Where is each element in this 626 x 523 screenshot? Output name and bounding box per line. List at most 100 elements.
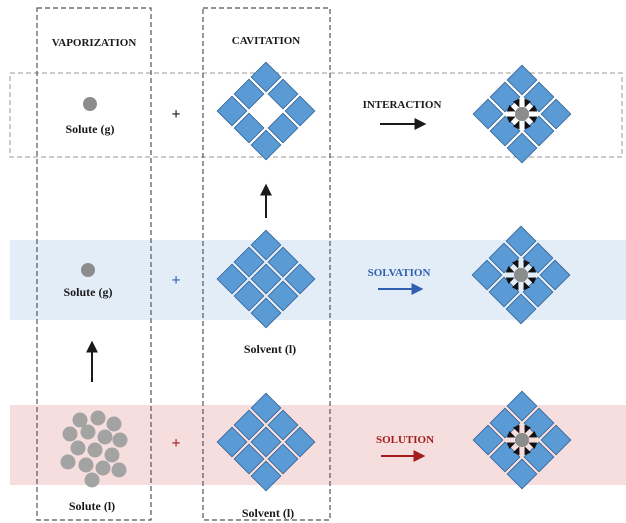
interaction-arrowhead	[524, 446, 531, 456]
solvent-molecule-square	[489, 81, 521, 113]
solvent-molecule-square	[233, 443, 265, 475]
solvent-molecule-square	[233, 280, 265, 312]
solute-particle	[515, 107, 529, 121]
solute-liquid-particle	[111, 462, 127, 478]
interaction-arrowhead	[527, 266, 537, 273]
vaporization-header: VAPORIZATION	[52, 37, 137, 49]
solute-l-label: Solute (l)	[69, 499, 115, 513]
solute-particle	[514, 268, 528, 282]
solvent-lattice-full-bottom	[216, 392, 316, 492]
solvent-molecule-square	[216, 263, 248, 295]
solvent-molecule-square	[523, 441, 555, 473]
interaction-arrowhead	[513, 98, 520, 108]
solvent-molecule-square	[267, 409, 299, 441]
solvent-molecule-square	[506, 458, 538, 490]
solvent-molecule-square	[250, 229, 282, 261]
solvent-molecule-square	[267, 246, 299, 278]
solvent-molecule-square	[216, 95, 248, 127]
interaction-arrowhead	[527, 277, 537, 284]
solvent-molecule-square	[216, 426, 248, 458]
solvent-lattice-with-cavity	[216, 61, 316, 161]
solvent-molecule-square	[267, 280, 299, 312]
solvent-molecule-square	[250, 263, 282, 295]
solvent-molecule-square	[523, 115, 555, 147]
solute-liquid-particle	[84, 472, 100, 488]
interaction-arrowhead	[505, 266, 515, 273]
interaction-arrowhead	[528, 431, 538, 438]
interaction-arrowhead	[506, 442, 516, 449]
interaction-arrowhead	[513, 446, 520, 456]
solvent-molecule-square	[489, 115, 521, 147]
solvent-molecule-square	[250, 61, 282, 93]
solvent-molecule-square	[489, 441, 521, 473]
solvent-molecule-square	[267, 78, 299, 110]
solvent-molecule-square	[522, 242, 554, 274]
solute-liquid-particle	[60, 454, 76, 470]
solute-liquid-particle	[95, 460, 111, 476]
interaction-arrowhead	[505, 277, 515, 284]
solvent-molecule-square	[233, 78, 265, 110]
interaction-arrowhead	[523, 281, 530, 291]
plus-sign-solvation: +	[171, 272, 180, 289]
solvent-molecule-square	[267, 443, 299, 475]
solute-liquid-particle	[62, 426, 78, 442]
interaction-arrowhead	[512, 259, 519, 269]
solvent-lattice-full-mid	[216, 229, 316, 329]
solvent-molecule-square	[267, 112, 299, 144]
solute-liquid-particle	[87, 442, 103, 458]
solvent-molecule-square	[540, 98, 572, 130]
solute-gas-particle-top	[83, 97, 97, 111]
solvated-solute-lattice-mid	[471, 225, 571, 325]
interaction-arrowhead	[506, 116, 516, 123]
solute-gas-particle-mid	[81, 263, 95, 277]
solvent-molecule-square	[284, 95, 316, 127]
solution-label: SOLUTION	[376, 434, 434, 446]
interaction-arrowhead	[528, 442, 538, 449]
solvent-molecule-square	[250, 297, 282, 329]
solvent-molecule-square	[506, 390, 538, 422]
interaction-arrowhead	[523, 259, 530, 269]
solute-liquid-particle	[80, 424, 96, 440]
solvent-molecule-square	[233, 246, 265, 278]
interaction-label: INTERACTION	[363, 99, 442, 111]
solvated-solute-lattice-top	[472, 64, 572, 164]
interaction-arrowhead	[513, 424, 520, 434]
solute-g-label-top: Solute (g)	[66, 122, 115, 136]
solvent-molecule-square	[284, 263, 316, 295]
solute-liquid-particle	[70, 440, 86, 456]
solute-liquid-particle	[72, 412, 88, 428]
plus-sign-solution: +	[171, 435, 180, 452]
solvent-molecule-square	[471, 259, 503, 291]
solvent-molecule-square	[250, 460, 282, 492]
solvent-molecule-square	[506, 64, 538, 96]
solvent-molecule-square	[233, 112, 265, 144]
interaction-arrowhead	[506, 431, 516, 438]
solvent-molecule-square	[506, 132, 538, 164]
interaction-arrowhead	[524, 98, 531, 108]
interaction-arrowhead	[512, 281, 519, 291]
solute-liquid-particle	[104, 447, 120, 463]
interaction-arrowhead	[524, 120, 531, 130]
interaction-arrowhead	[513, 120, 520, 130]
solute-g-label-mid: Solute (g)	[64, 285, 113, 299]
solvent-molecule-square	[488, 242, 520, 274]
solute-liquid-particle	[97, 429, 113, 445]
solvent-molecule-square	[489, 407, 521, 439]
solvent-molecule-square	[505, 293, 537, 325]
solvation-label: SOLVATION	[368, 267, 431, 279]
vaporization-column-frame	[36, 7, 152, 521]
solvent-l-label-mid: Solvent (l)	[244, 342, 296, 356]
interaction-arrowhead	[528, 116, 538, 123]
solvent-molecule-square	[488, 276, 520, 308]
interaction-arrowhead	[528, 105, 538, 112]
solvent-molecule-square	[250, 426, 282, 458]
solute-liquid-particle	[90, 410, 106, 426]
solute-liquid-particle	[106, 416, 122, 432]
interaction-row-frame	[9, 72, 623, 158]
cavitation-header: CAVITATION	[232, 35, 301, 47]
solvent-molecule-square	[523, 407, 555, 439]
solvent-molecule-square	[539, 259, 571, 291]
solvent-molecule-square	[284, 426, 316, 458]
solvent-molecule-square	[505, 225, 537, 257]
